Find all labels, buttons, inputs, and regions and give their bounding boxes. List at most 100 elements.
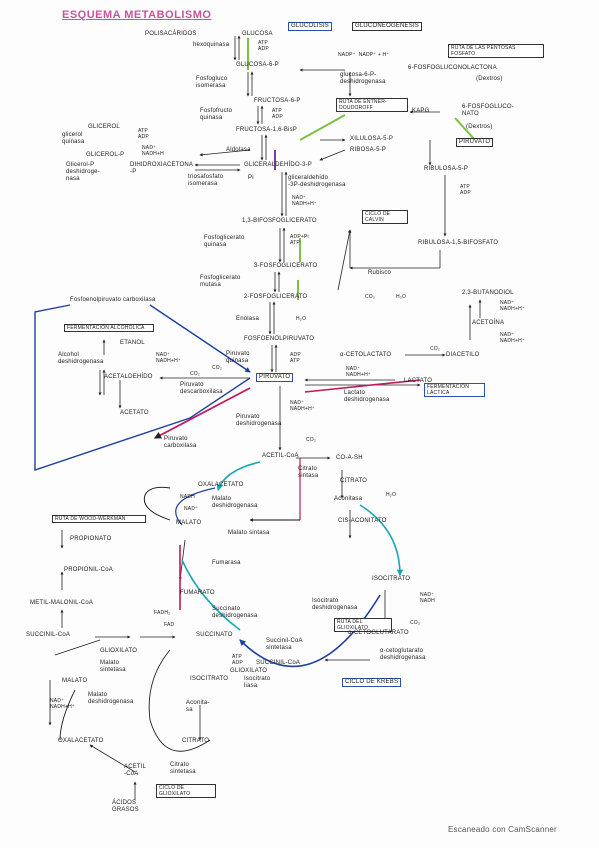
acetaldehido: ACETALDEHÍDO	[104, 374, 153, 380]
label-ciclo-krebs: CICLO DE KREBS	[342, 678, 402, 687]
fosfoglicerato-quinasa: Fosfoglicerato quinasa	[204, 235, 245, 248]
enolasa: Enolasa	[236, 316, 260, 322]
acetil-coa-glyox: ACETIL -CoA	[124, 764, 147, 777]
succinato-deshidrogenasa: Succinato deshidrogenasa	[212, 606, 258, 619]
adp-atp-1: ADP+Pi ATP	[290, 234, 309, 246]
nad: NAD⁺	[184, 506, 198, 512]
ribulosa-1-5-bisfosfato: RIBULOSA-1,5-BIFOSFATO	[418, 240, 499, 246]
fosfogluco-isomerasa: Fosfogluco isomerasa	[196, 76, 228, 89]
glicerol-p-deshidrogenasa: Glicerol-P deshidroge- nasa	[66, 162, 100, 182]
adp-atp-2: ADP ATP	[290, 352, 301, 364]
label-gluconeogenesis: GLUCONEOGENESIS	[352, 22, 423, 31]
glicerol-atp-adp: ATP ADP	[138, 128, 149, 140]
co2-a: CO₂	[190, 371, 201, 377]
acetoina: ACETOÍNA	[472, 320, 505, 326]
succinil-coa-sintetasa: Succinil-CoA sintetasa	[266, 638, 303, 651]
h2o-1: H₂O	[296, 316, 307, 322]
citrato-glyox: CITRATO	[182, 738, 210, 744]
fumarasa: Fumarasa	[212, 560, 241, 566]
atp-adp-2: ATP ADP	[272, 108, 283, 120]
acetolactato: α-CETOLACTATO	[340, 352, 392, 358]
co2-k: CO₂	[410, 620, 421, 626]
label-ruta-glioxilato: RUTA DEL GLIOXILATO	[334, 618, 392, 632]
bisfosfoglicerato: 1,3-BIFOSFOGLICERATO	[242, 218, 317, 224]
acetato: ACETATO	[120, 410, 149, 416]
aldolasa: Aldolasa	[226, 147, 251, 153]
page-title: ESQUEMA METABOLISMO	[62, 9, 212, 21]
fosfogluconato: 6-FOSFOGLUCO- NATO	[462, 104, 514, 117]
nad-nadh-k: NAD⁺ NADH	[420, 592, 435, 604]
nad-nadh-b: NAD⁺ NADH+H⁺	[346, 366, 371, 378]
colored-paths	[34, 38, 476, 752]
glicerol-quinasa: glicerol quinasa	[62, 132, 85, 145]
citrato: CITRATO	[340, 478, 368, 484]
cetoglutarato: α-CETOGLUTARATO	[348, 630, 409, 636]
oxalacetato: OXALACETATO	[198, 482, 244, 488]
coa-sh: CO-A-SH	[336, 455, 363, 461]
piruvato-descarboxilasa: Piruvato descarboxilasa	[180, 382, 223, 395]
fosfoenolpiruvato: FOSFOENOLPIRUVATO	[244, 336, 315, 342]
etanol: ETANOL	[120, 340, 145, 346]
nad-nadh-e: NAD⁺ NADH+H⁺	[290, 400, 315, 412]
malato-desh-glyox: Malato deshidrogenasa	[88, 692, 134, 705]
diacetilo: DIACETILO	[446, 352, 480, 358]
fosfoglicerato-2: 2-FOSFOGLICERATO	[244, 294, 308, 300]
label-fermentacion-alcoholica: FERMENTACIÓN ALCOHÓLICA	[64, 324, 154, 332]
propionato: PROPIONATO	[70, 536, 112, 542]
nadh: NADH	[180, 494, 195, 500]
glicerol: GLICEROL	[88, 124, 120, 130]
glicerol-p: GLICEROL-P	[86, 152, 125, 158]
triosafosfato-isomerasa: triosafosfato isomerasa	[188, 174, 224, 187]
nad-nadh-a: NAD⁺ NADH+H⁺	[156, 352, 181, 364]
succinil-coa-wood: SUCCINIL-CoA	[26, 632, 71, 638]
fosfofructo-quinasa: Fosfofructo quinasa	[200, 108, 233, 121]
nad-nadh-1: NAD⁺ NADH+H⁺	[292, 195, 317, 207]
fosfoglicerato-3: 3-FOSFOGLICERATO	[254, 263, 318, 269]
isocitrato-glyox: ISOCITRATO	[190, 676, 229, 682]
label-ruta-entner: RUTA DE ENTNER-DOUDOROFF	[336, 98, 408, 112]
nad-nadh-glyox: NAD⁺ NADH+H⁺	[50, 698, 75, 710]
label-glucolisis: GLUCOLISIS	[288, 22, 333, 31]
citrato-sintasa: Citrato sintasa	[298, 466, 319, 479]
krebs-h2o: H₂O	[386, 492, 397, 498]
label-ciclo-glioxilato: CICLO DE GLIOXILATO	[156, 784, 216, 798]
piruvato-carboxilasa: Piruvato carboxilasa	[164, 436, 197, 449]
calvin-co2: CO₂	[365, 294, 376, 300]
malato: MALATO	[176, 520, 202, 526]
piruvato-deshidrogenasa: Piruvato deshidrogenasa	[236, 414, 282, 427]
hexoquinasa: hexoquinasa	[193, 42, 230, 48]
cetoglutarato-deshidrogenasa: α-cetoglutarato deshidrogenasa	[380, 648, 426, 661]
pep-carboxilasa: Fosfoenolpiruvato carboxilasa	[70, 297, 156, 303]
lactato: LACTATO	[404, 378, 433, 384]
fructosa-1-6-bisp: FRUCTOSA-1,6-BisP	[236, 127, 297, 133]
glioxilato-cycle: GLIOXILATO	[100, 648, 138, 654]
nad-nadh-c: NAD⁺ NADH+H⁺	[500, 300, 525, 312]
polisacaridos: POLISACÁRIDOS	[145, 31, 197, 37]
glioxilato-krebs: GLIOXILATO	[230, 668, 268, 674]
label-piruvato-box: PIRUVATO	[456, 138, 494, 147]
co2-b: CO₂	[430, 346, 441, 352]
fosfogluconolactona: 6-FOSFOGLUCONOLACTONA	[408, 65, 497, 71]
isocitrato-deshidrogenasa: Isocitrato deshidrogenasa	[312, 598, 358, 611]
dextros-1: (Dextros)	[476, 76, 503, 82]
aconitasa: Aconitasa	[334, 496, 363, 502]
aconitasa-glyox: Aconita- sa	[186, 700, 210, 713]
cis-aconitato: CIS-ACONITATO	[338, 518, 387, 524]
xilulosa-5-p: XILULOSA-5-P	[350, 136, 394, 142]
label-ciclo-calvin: CICLO DE CALVIN	[362, 210, 408, 224]
fosfoglicerato-mutasa: Fosfoglicerato mutasa	[200, 275, 241, 288]
metil-malonil-coa: METIL-MALONIL-CoA	[30, 600, 94, 606]
nadp-nadph: NADP⁺ NADP⁺ + H⁺	[338, 52, 390, 58]
malato-sintasa: Malato sintasa	[228, 530, 270, 536]
oxalacetato-glyox: OXALACETATO	[58, 738, 104, 744]
gliceraldehido-3-p: GLICERALDEHÍDO-3-P	[244, 162, 312, 168]
kapg: KAPG	[412, 108, 430, 114]
fructosa-6-p: FRUCTOSA-6-P	[254, 98, 301, 104]
co2-1: CO₂	[212, 365, 223, 371]
g3p-deshidrogenasa: gliceraldehído -3P-deshidrogenasa	[288, 175, 346, 188]
co2-c: CO₂	[306, 437, 317, 443]
g6p-deshidrogenasa: glucosa-6-P- deshidrogenasa	[340, 72, 386, 85]
succinil-coa-krebs: SUCCINIL-CoA	[256, 660, 301, 666]
fumarato: FUMARATO	[180, 590, 215, 596]
